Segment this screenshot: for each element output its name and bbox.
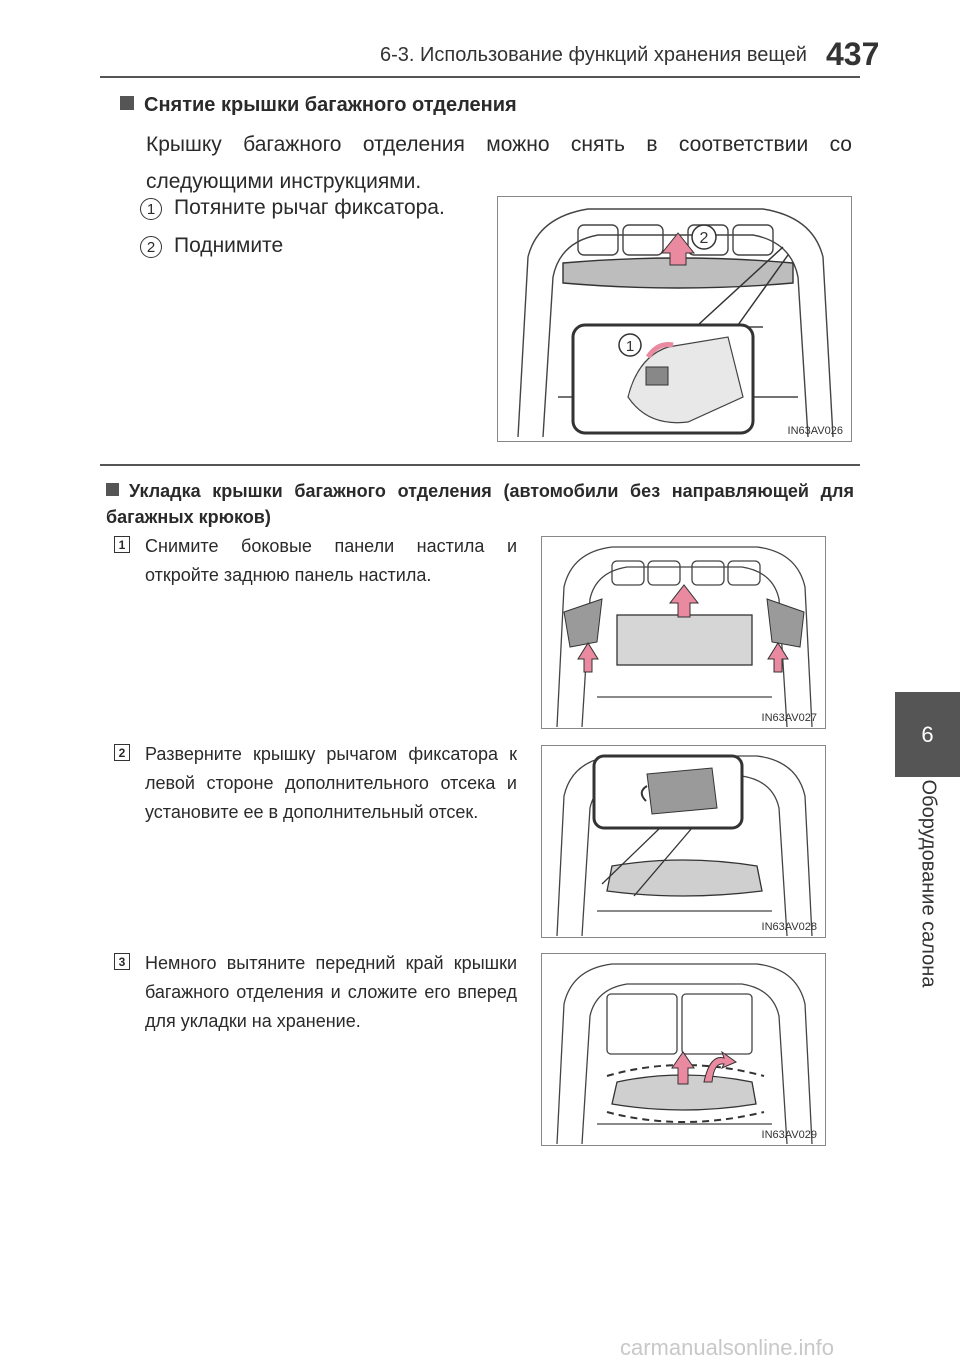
step-number-circle: 1 xyxy=(140,198,162,220)
figure-code: IN63AV028 xyxy=(761,921,817,933)
section2-heading: Укладка крышки багажного отделения (авто… xyxy=(106,478,854,530)
step-number-box: 1 xyxy=(114,536,130,553)
figure-step1: IN63AV027 xyxy=(541,536,826,729)
figure-code: IN63AV026 xyxy=(787,425,843,437)
section-divider xyxy=(100,464,860,466)
chapter-label-text: Оборудование салона xyxy=(917,779,940,987)
cargo-illustration: 2 1 xyxy=(517,208,834,438)
cargo-illustration xyxy=(556,963,813,1145)
step-text: Поднимите xyxy=(174,234,284,257)
cargo-illustration xyxy=(556,754,813,937)
chapter-tab: 6 xyxy=(895,692,960,777)
step-text: Потяните рычаг фиксатора. xyxy=(174,196,445,219)
section1-heading-text: Снятие крышки багажного отделения xyxy=(144,94,517,116)
bullet-square-icon xyxy=(106,483,119,496)
section1-intro: Крышку багажного отделения можно снять в… xyxy=(146,133,852,193)
figure-code: IN63AV027 xyxy=(761,712,817,724)
page-number: 437 xyxy=(826,36,880,72)
callout-1: 1 xyxy=(626,338,634,355)
step-text: Разверните крышку рычагом фиксатора к ле… xyxy=(145,744,517,822)
step-number-box: 2 xyxy=(114,744,130,761)
figure-step3: IN63AV029 xyxy=(541,953,826,1146)
figure-step2: IN63AV028 xyxy=(541,745,826,938)
section2-heading-text: Укладка крышки багажного отделения (авто… xyxy=(106,481,854,527)
bullet-square-icon xyxy=(120,96,134,110)
callout-2: 2 xyxy=(700,230,709,247)
step-number-circle: 2 xyxy=(140,236,162,258)
watermark-text: carmanualsonline.info xyxy=(620,1335,835,1360)
figure-remove-cover: 2 1 IN63AV026 xyxy=(497,196,852,442)
figure-code: IN63AV029 xyxy=(761,1129,817,1141)
chapter-number: 6 xyxy=(921,721,934,747)
chapter-label: Оборудование салона xyxy=(895,778,960,988)
cargo-illustration xyxy=(556,546,813,728)
step-number-box: 3 xyxy=(114,953,130,970)
step-text: Снимите боковые панели настила и откройт… xyxy=(145,536,517,585)
section-header-title: 6-3. Использование функций хранения веще… xyxy=(380,44,807,66)
section1-heading: Снятие крышки багажного отделения xyxy=(120,94,517,117)
header-rule xyxy=(100,76,860,78)
step-text: Немного вытяните передний край крышки ба… xyxy=(145,953,517,1031)
